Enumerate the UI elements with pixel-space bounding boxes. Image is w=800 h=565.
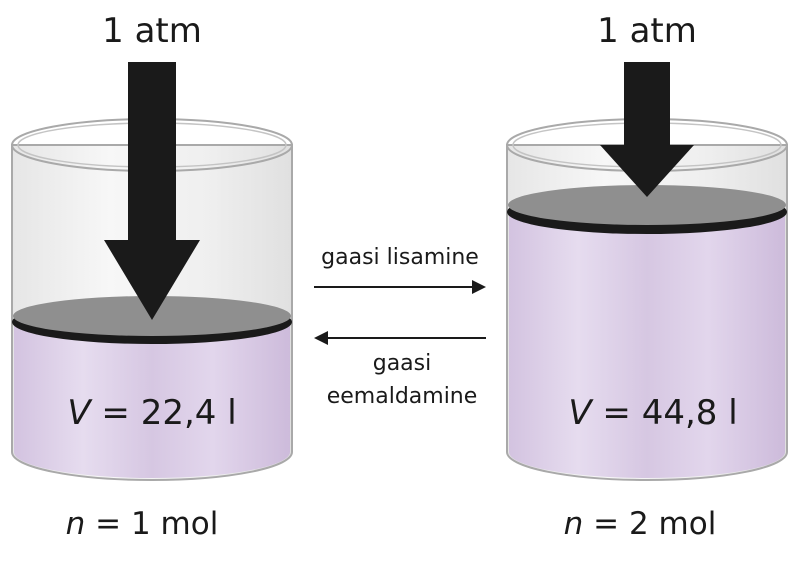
left-volume-value: = 22,4 l [91, 393, 237, 433]
right-pressure-arrow [600, 62, 694, 197]
right-piston [508, 185, 786, 225]
left-amount-label: n = 1 mol [66, 506, 219, 542]
right-gas [509, 212, 785, 478]
left-amount-symbol: n [66, 506, 86, 542]
right-amount-symbol: n [564, 506, 584, 542]
right-volume-symbol: V [568, 393, 594, 433]
left-pressure-arrow [104, 62, 200, 320]
right-container: 1 atm V = 44,8 l n = 2 mol [506, 11, 788, 542]
left-pressure-label: 1 atm [102, 11, 202, 51]
reverse-process-label-line2: eemaldamine [327, 384, 478, 409]
left-gas [14, 320, 290, 478]
process-arrows: gaasi lisamine gaasi eemaldamine [314, 245, 486, 409]
reverse-arrow [314, 331, 486, 345]
right-volume-label: V = 44,8 l [568, 393, 737, 433]
reverse-process-label-line1: gaasi [373, 351, 432, 376]
forward-arrow [314, 280, 486, 294]
left-volume-symbol: V [67, 393, 93, 433]
right-volume-value: = 44,8 l [592, 393, 738, 433]
forward-process-label: gaasi lisamine [321, 245, 479, 270]
left-amount-value: = 1 mol [85, 506, 218, 542]
right-amount-value: = 2 mol [583, 506, 716, 542]
right-pressure-label: 1 atm [597, 11, 697, 51]
left-volume-label: V = 22,4 l [67, 393, 236, 433]
right-amount-label: n = 2 mol [564, 506, 717, 542]
left-container: 1 atm V = 22,4 l n = 1 mol [11, 11, 293, 542]
